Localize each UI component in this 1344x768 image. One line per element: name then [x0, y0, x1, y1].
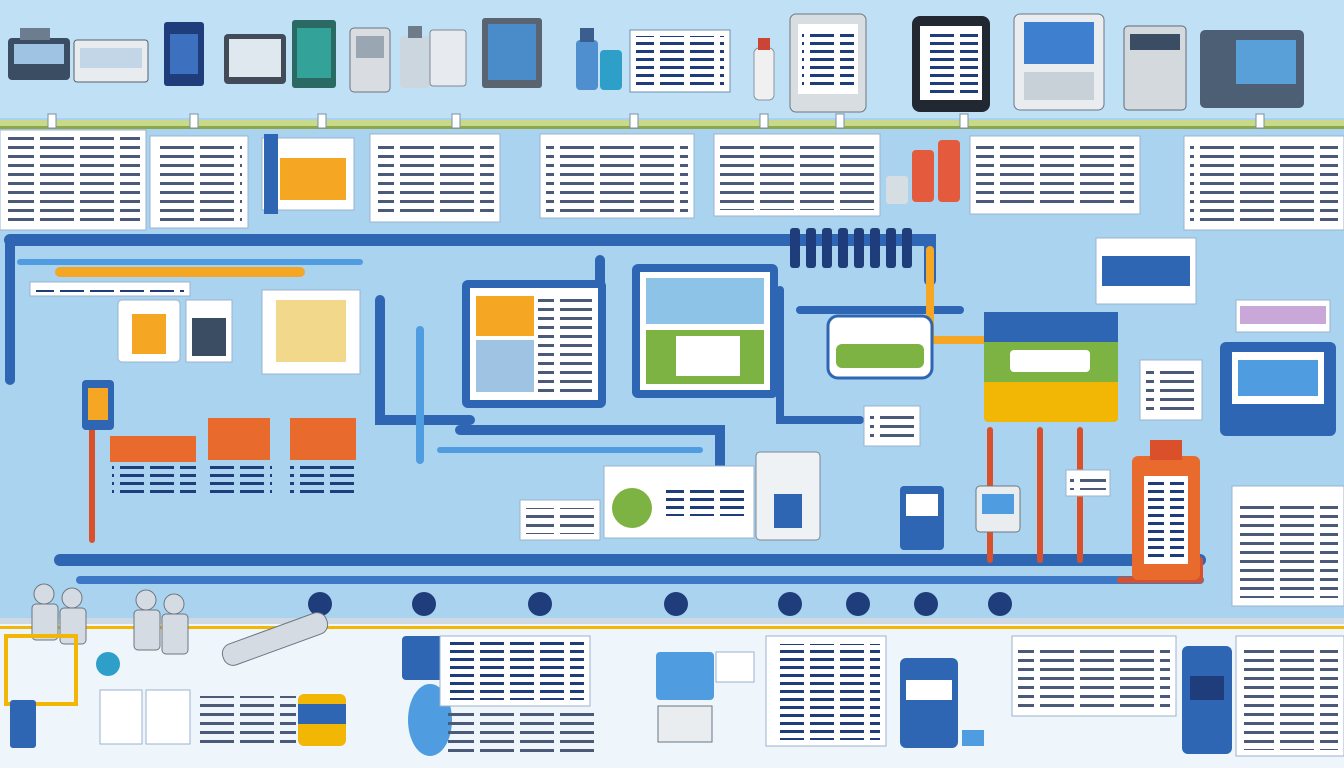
printer-icon — [1123, 25, 1187, 111]
tablet-icon — [912, 16, 990, 112]
label-card — [629, 29, 731, 93]
monitor-icon — [632, 264, 778, 398]
server-icon — [292, 20, 336, 88]
text-card — [0, 129, 147, 231]
copier-icon — [73, 39, 149, 83]
bottom-rail — [0, 618, 1344, 629]
text-card — [1235, 635, 1344, 757]
control-panel-icon — [975, 485, 1021, 533]
server-icon — [1200, 30, 1304, 108]
text-card — [863, 405, 921, 447]
bottle-icon — [753, 38, 775, 101]
orange-box — [110, 436, 196, 496]
text-card — [29, 281, 191, 297]
text-card — [1011, 635, 1177, 717]
copier-icon — [1013, 13, 1105, 111]
screen-panel — [261, 134, 355, 214]
monitor-icon — [224, 34, 286, 84]
tank-icon — [755, 451, 821, 541]
orange-box — [206, 418, 272, 496]
text-card — [149, 135, 249, 229]
orange-box — [290, 418, 356, 496]
text-card — [1095, 237, 1197, 305]
text-card — [369, 133, 501, 223]
bottle-icon — [886, 140, 960, 204]
control-panel-icon — [1220, 342, 1336, 436]
text-card — [1183, 135, 1344, 231]
robot-icon — [31, 583, 329, 666]
process-card — [603, 465, 755, 539]
monitor-icon — [462, 280, 606, 408]
rail-posts — [47, 113, 1265, 129]
tank-icon — [82, 380, 114, 430]
valve-row — [790, 228, 912, 268]
bottle-icon — [576, 28, 622, 90]
text-card — [99, 689, 296, 746]
control-panel-icon — [900, 486, 944, 550]
text-card — [1065, 469, 1111, 497]
device-row-top — [8, 13, 1304, 113]
server-icon — [164, 22, 204, 86]
nozzle-row — [308, 592, 1012, 616]
bottom-panel — [4, 634, 120, 748]
tablet-icon — [900, 658, 984, 748]
control-panel-icon — [656, 651, 755, 743]
screen-panel — [261, 289, 361, 375]
server-icon — [1182, 646, 1232, 754]
text-card — [765, 635, 887, 747]
printer-icon — [8, 28, 70, 80]
top-rail — [0, 120, 1344, 129]
text-card — [1231, 485, 1344, 607]
screen-panel — [1235, 299, 1331, 333]
text-card — [1139, 359, 1203, 421]
control-panel-icon — [826, 314, 934, 380]
tank-icon — [1132, 440, 1200, 580]
monitor-icon — [482, 18, 542, 88]
text-card — [713, 133, 881, 217]
tank-icon — [117, 299, 181, 363]
tank-icon — [984, 312, 1118, 422]
text-card — [969, 135, 1141, 215]
tablet-icon — [789, 13, 867, 113]
tank-icon — [298, 694, 346, 746]
text-card — [539, 133, 695, 219]
text-card — [439, 635, 598, 758]
screen-panel — [185, 299, 233, 363]
bottle-icon — [400, 26, 467, 88]
control-panel-icon — [349, 27, 391, 93]
text-card — [519, 499, 601, 541]
